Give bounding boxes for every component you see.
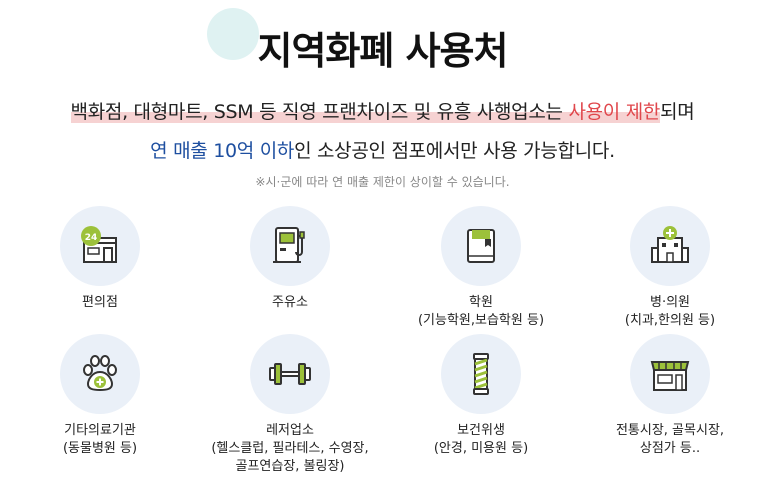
book-icon [467,229,495,263]
highlighted-text: 백화점, 대형마트, SSM 등 직영 프랜차이즈 및 유흥 사행업소는 사용이… [70,101,661,123]
icon-circle [250,206,330,286]
note-text: ※시·군에 따라 연 매출 제한이 상이할 수 있습니다. [255,175,510,189]
item-market: 전통시장, 골목시장, 상점가 등.. [580,334,760,458]
item-label: 레저업소 [266,423,314,438]
page-title: 지역화폐 사용처 [257,29,509,73]
item-sublabel: (헬스클럽, 필라테스, 수영장, [211,441,369,456]
item-label: 전통시장, 골목시장, [615,423,725,438]
item-sublabel: (치과,한의원 등) [624,313,716,328]
item-sublabel: 상점가 등.. [639,441,701,456]
icon-circle [441,334,521,414]
item-clinic: 병·의원 (치과,한의원 등) [580,206,760,330]
eligibility-text-rest: 인 소상공인 점포에서만 사용 가능합니다. [294,140,615,162]
icon-circle [250,334,330,414]
gas-station-icon [273,227,305,263]
item-hygiene: 보건위생 (안경, 미용원 등) [391,334,571,458]
item-other-medical: 기타의료기관 (동물병원 등) [10,334,190,458]
eligibility-emphasis: 연 매출 10억 이하 [150,140,295,162]
hospital-icon [651,226,689,263]
restriction-text-part2: 되며 [660,101,695,123]
item-label: 학원 [469,295,493,310]
svg-text:24: 24 [85,233,98,243]
item-label: 주유소 [272,295,308,310]
barber-pole-icon [473,353,489,395]
restriction-text: 백화점, 대형마트, SSM 등 직영 프랜차이즈 및 유흥 사행업소는 사용이… [0,97,765,124]
item-label: 기타의료기관 [64,423,136,438]
market-icon [650,361,690,391]
restriction-text-part1: 백화점, 대형마트, SSM 등 직영 프랜차이즈 및 유흥 사행업소는 [70,101,569,123]
item-sublabel: (안경, 미용원 등) [433,441,529,456]
icon-circle [630,334,710,414]
icon-circle [441,206,521,286]
item-academy: 학원 (기능학원,보습학원 등) [391,206,571,330]
eligibility-text: 연 매출 10억 이하인 소상공인 점포에서만 사용 가능합니다. [0,136,765,163]
convenience-store-icon: 24 [81,226,117,263]
item-convenience-store: 24 편의점 [10,206,190,312]
item-label: 병·의원 [649,295,690,310]
restriction-emphasis: 사용이 제한 [568,101,661,123]
item-sublabel: (동물병원 등) [62,441,138,456]
icon-circle [60,334,140,414]
title-decoration-circle [207,8,259,60]
item-label: 보건위생 [457,423,505,438]
icon-circle: 24 [60,206,140,286]
item-leisure: 레저업소 (헬스클럽, 필라테스, 수영장, 골프연습장, 볼링장) [200,334,380,476]
dumbbell-icon [269,363,311,385]
item-sublabel-2: 골프연습장, 볼링장) [235,459,345,474]
item-label: 편의점 [82,295,118,310]
item-sublabel: (기능학원,보습학원 등) [417,313,545,328]
item-gas-station: 주유소 [200,206,380,312]
paw-icon [83,355,117,392]
icon-circle [630,206,710,286]
